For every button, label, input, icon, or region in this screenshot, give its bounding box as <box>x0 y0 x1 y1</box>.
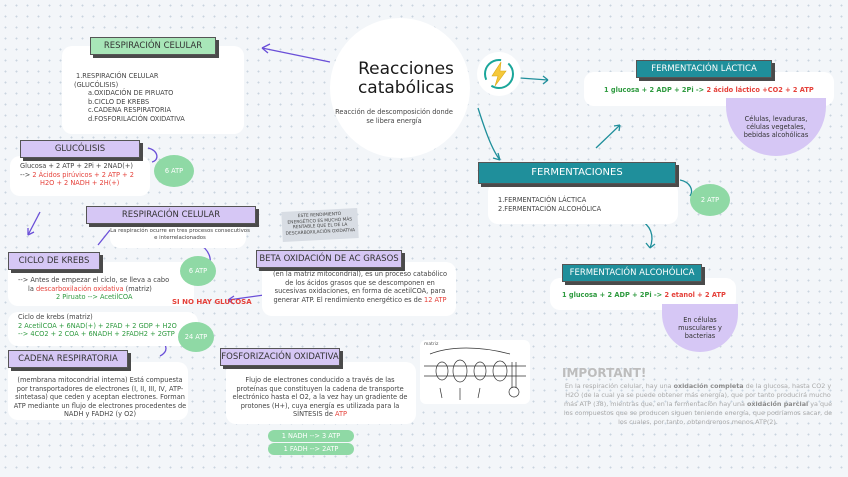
respiracion-celular-header: RESPIRACIÓN CELULAR <box>86 206 256 224</box>
glucolisis-card <box>10 156 150 196</box>
list-item: 2.FERMENTACIÓN ALCOHÓLICA <box>498 204 602 213</box>
diagram-label: matriz <box>424 342 439 347</box>
glucolisis-line: Glucosa + 2 ATP + 2Pi + 2NAD(+) <box>20 162 133 170</box>
fermentaciones-atp-badge: 2 ATP <box>690 184 730 216</box>
sin-glucosa-label: SI NO HAY GLUCOSA <box>172 298 252 306</box>
alcoholica-equation: 1 glucosa + 2 ADP + 2Pi -> 2 etanol + 2 … <box>562 291 726 299</box>
list-item: (GLUCÓLISIS) <box>74 80 119 89</box>
glucolisis-line: H2O + 2 NADH + 2H(+) <box>40 179 120 188</box>
title-circle <box>330 18 470 158</box>
list-item: c.CADENA RESPIRATORIA <box>88 106 172 115</box>
krebs-line: --> 4CO2 + 2 COA + 6NADH + 2FADH2 + 2GTP <box>18 330 175 339</box>
glucolisis-reaction: Glucosa + 2 ATP + 2Pi + 2NAD(+) --> 2 Ác… <box>20 162 152 188</box>
fermentaciones-card <box>488 182 678 224</box>
krebs-line: 2 Piruato --> AcetilCOA <box>56 293 133 302</box>
important-text: En la respiración celular, hay una oxida… <box>563 382 833 426</box>
cadena-text: (membrana mitocondrial interna) Está com… <box>13 376 187 419</box>
krebs-line: Ciclo de krebs (matriz) <box>18 313 93 321</box>
krebs-atp-badge: 6 ATP <box>180 256 216 286</box>
glucolisis-atp-badge: 6 ATP <box>154 155 194 187</box>
cadena-header: CADENA RESPIRATORIA <box>8 350 128 368</box>
membrane-drawing <box>424 347 526 400</box>
lactica-equation: 1 glucosa + 2 ADP + 2Pi -> 2 ácido lácti… <box>604 86 814 94</box>
krebs-header: CICLO DE KREBS <box>8 252 100 270</box>
krebs-cycle: Ciclo de krebs (matriz) 2 AcetilCOA + 6N… <box>18 313 204 339</box>
respiracion-header: RESPIRACIÓN CELULAR <box>90 37 216 55</box>
list-item: 1.RESPIRACIÓN CELULAR <box>76 72 159 80</box>
page-title: Reacciones catabólicas <box>357 59 455 98</box>
krebs-atp24-badge: 24 ATP <box>178 322 214 352</box>
list-item: b.CICLO DE KREBS <box>88 97 150 106</box>
beta-header: BETA OXIDACIÓN DE AC GRASOS <box>256 250 402 268</box>
alcoholica-header: FERMENTACIÓN ALCOHÓLICA <box>562 264 702 282</box>
krebs-line: --> Antes de empezar el ciclo, se lleva … <box>18 276 170 284</box>
lactica-header: FERMENTACIÓN LÁCTICA <box>636 60 772 78</box>
fadh-pill: 1 FADH --> 2ATP <box>268 443 354 455</box>
respiracion-card <box>62 46 244 134</box>
fermentaciones-list: 1.FERMENTACIÓN LÁCTICA 2.FERMENTACIÓN AL… <box>498 196 668 213</box>
krebs-line: la descarboxilación oxidativa (matriz) <box>28 284 152 293</box>
fosforilacion-text: Flujo de electrones conducido a través d… <box>232 376 408 419</box>
lightning-icon-circle <box>477 52 521 96</box>
list-item: 1.FERMENTACIÓN LÁCTICA <box>498 196 587 204</box>
fosforilacion-card <box>226 362 416 424</box>
krebs-line: 2 AcetilCOA + 6NAD(+) + 2FAD + 2 GDP + H… <box>18 321 177 330</box>
important-heading: IMPORTANT! <box>562 366 647 380</box>
beta-card <box>262 262 456 316</box>
nadh-pill: 1 NADH --> 3 ATP <box>268 430 354 442</box>
respiracion-desc: La respiración ocurre en tres procesos c… <box>110 228 250 241</box>
rendimiento-note: ESTE RENDIMIENTO ENERGÉTICO ES MUCHO MÁS… <box>281 208 359 242</box>
fermentaciones-header: FERMENTACIONES <box>478 162 676 184</box>
cadena-card <box>8 362 188 420</box>
list-item: d.FOSFORILACIÓN OXIDATIVA <box>88 114 185 123</box>
fosforilacion-header: FOSFORIZACIÓN OXIDATIVA <box>220 348 340 366</box>
glucolisis-line: --> 2 Ácidos pirúvicos + 2 ATP + 2 <box>20 170 134 179</box>
lightning-icon <box>484 59 514 89</box>
glucolisis-header: GLUCÓLISIS <box>20 140 140 158</box>
membrane-diagram: matriz <box>420 340 530 404</box>
krebs-cycle-card <box>8 312 198 346</box>
respiracion-list: 1.RESPIRACIÓN CELULAR (GLUCÓLISIS) a.OXI… <box>74 72 236 124</box>
list-item: a.OXIDACIÓN DE PIRUATO <box>88 89 174 98</box>
page-subtitle: Reacción de descomposición donde se libe… <box>335 108 453 125</box>
beta-text: (en la matriz mitocondrial), es un proce… <box>272 270 447 304</box>
krebs-pre: --> Antes de empezar el ciclo, se lleva … <box>18 276 198 302</box>
